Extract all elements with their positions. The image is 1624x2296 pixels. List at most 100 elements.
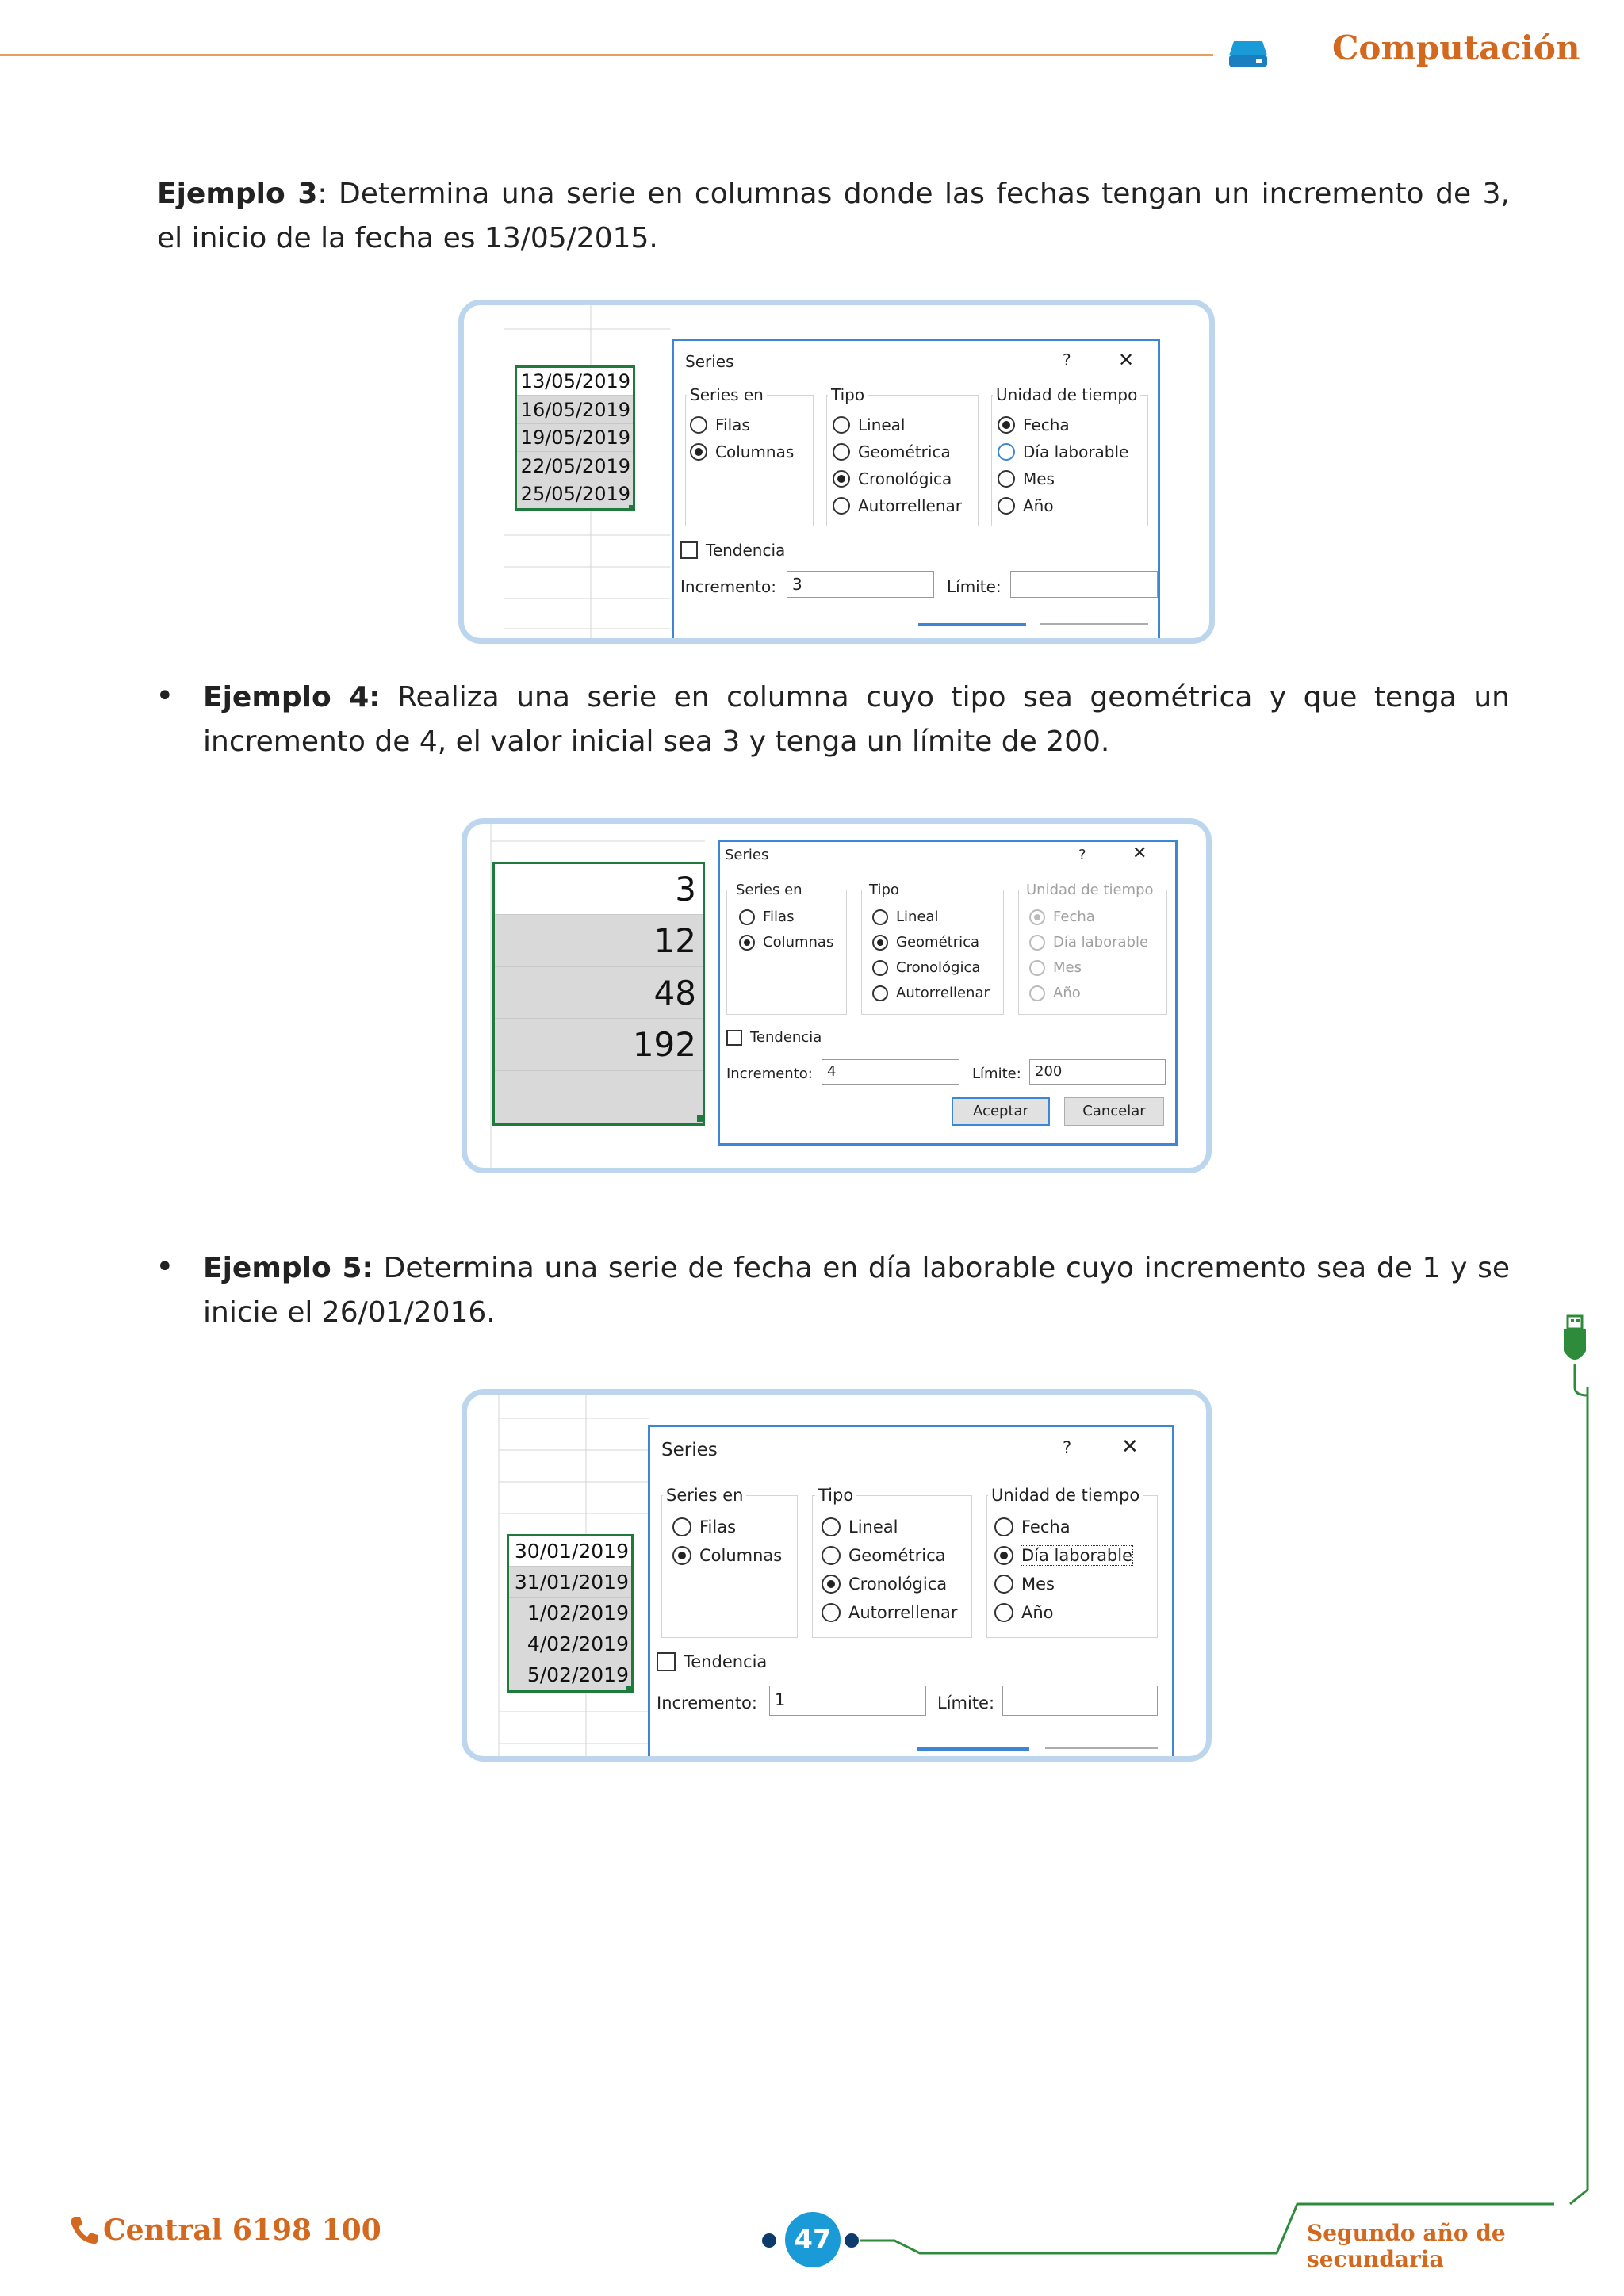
spreadsheet-grid	[498, 1395, 649, 1756]
selected-range[interactable]: 13/05/2019 16/05/2019 19/05/2019 22/05/2…	[515, 365, 635, 511]
close-button[interactable]: ✕	[1118, 349, 1135, 371]
option-columnas[interactable]: Columnas	[690, 442, 794, 461]
cell[interactable]: 13/05/2019	[517, 368, 633, 396]
aceptar-button-edge[interactable]	[918, 623, 1026, 626]
cell[interactable]: 25/05/2019	[517, 480, 633, 508]
series-en-label: Series en	[663, 1486, 747, 1505]
radio-icon	[998, 470, 1015, 488]
tipo-label: Tipo	[866, 882, 902, 898]
option-filas[interactable]: Filas	[739, 909, 794, 925]
incremento-label: Incremento:	[726, 1066, 813, 1082]
option-dia-laborable[interactable]: Día laborable	[998, 442, 1128, 461]
option-lineal[interactable]: Lineal	[872, 909, 939, 925]
cell[interactable]: 12	[495, 915, 703, 967]
option-filas[interactable]: Filas	[690, 415, 750, 434]
cell[interactable]: 22/05/2019	[517, 452, 633, 480]
option-geometrica[interactable]: Geométrica	[872, 934, 979, 951]
option-cronologica[interactable]: Cronológica	[822, 1575, 947, 1594]
tendencia-checkbox[interactable]: Tendencia	[680, 541, 785, 560]
radio-selected-icon	[690, 443, 707, 461]
limite-input[interactable]: 200	[1029, 1059, 1166, 1085]
option-dia-laborable[interactable]: Día laborable	[994, 1545, 1134, 1566]
tendencia-checkbox[interactable]: Tendencia	[726, 1029, 822, 1046]
option-mes[interactable]: Mes	[994, 1575, 1055, 1594]
example-3-paragraph: Ejemplo 3: Determina una serie en column…	[157, 172, 1510, 261]
close-button[interactable]: ✕	[1121, 1435, 1139, 1459]
option-autorrellenar[interactable]: Autorrellenar	[872, 985, 990, 1001]
cell[interactable]: 16/05/2019	[517, 396, 633, 424]
cell[interactable]: 19/05/2019	[517, 424, 633, 452]
series-dialog: Series ? ✕ Series en Filas Columnas Tipo…	[672, 339, 1160, 638]
cell[interactable]: 4/02/2019	[509, 1628, 631, 1659]
option-autorrellenar[interactable]: Autorrellenar	[822, 1603, 958, 1622]
option-cronologica[interactable]: Cronológica	[833, 469, 952, 488]
bullet: •	[155, 1249, 174, 1285]
option-lineal[interactable]: Lineal	[822, 1517, 898, 1536]
close-button[interactable]: ✕	[1132, 844, 1147, 863]
cell[interactable]: 48	[495, 967, 703, 1019]
cancelar-button[interactable]: Cancelar	[1064, 1097, 1164, 1126]
option-fecha[interactable]: Fecha	[994, 1517, 1071, 1536]
cell[interactable]: 192	[495, 1019, 703, 1071]
limite-label: Límite:	[972, 1066, 1021, 1082]
fill-handle[interactable]	[697, 1115, 703, 1122]
tipo-label: Tipo	[815, 1486, 857, 1505]
unidad-label: Unidad de tiempo	[988, 1486, 1143, 1505]
aceptar-button[interactable]: Aceptar	[952, 1097, 1050, 1126]
option-autorrellenar[interactable]: Autorrellenar	[833, 496, 962, 515]
tipo-group	[861, 890, 1004, 1015]
tipo-group	[826, 395, 979, 526]
tipo-label: Tipo	[828, 385, 868, 404]
option-fecha[interactable]: Fecha	[998, 415, 1070, 434]
option-geometrica[interactable]: Geométrica	[822, 1546, 946, 1565]
option-columnas[interactable]: Columnas	[672, 1546, 782, 1565]
fill-handle[interactable]	[626, 1686, 632, 1693]
option-anio[interactable]: Año	[998, 496, 1054, 515]
selected-range[interactable]: 3 12 48 192	[492, 862, 705, 1126]
incremento-input[interactable]: 3	[787, 571, 934, 598]
radio-icon	[739, 909, 755, 925]
option-lineal[interactable]: Lineal	[833, 415, 906, 434]
radio-disabled-icon	[1029, 959, 1045, 976]
cancelar-button-edge[interactable]	[1040, 623, 1148, 625]
selected-range[interactable]: 30/01/2019 31/01/2019 1/02/2019 4/02/201…	[507, 1534, 634, 1693]
limite-input[interactable]	[1002, 1686, 1158, 1716]
radio-icon	[833, 416, 850, 434]
option-columnas[interactable]: Columnas	[739, 934, 833, 951]
limite-input[interactable]	[1010, 571, 1158, 598]
fill-handle[interactable]	[629, 505, 635, 511]
cell[interactable]: 3	[495, 864, 703, 915]
cell[interactable]	[495, 1071, 703, 1123]
option-filas[interactable]: Filas	[672, 1517, 736, 1536]
cell[interactable]: 30/01/2019	[509, 1536, 631, 1567]
dialog-title: Series	[685, 352, 734, 371]
help-button[interactable]: ?	[1078, 847, 1086, 863]
option-anio[interactable]: Año	[994, 1603, 1054, 1622]
option-geometrica[interactable]: Geométrica	[833, 442, 951, 461]
radio-icon	[822, 1517, 841, 1536]
cancelar-button-edge[interactable]	[1045, 1747, 1158, 1749]
radio-icon	[672, 1517, 691, 1536]
series-dialog: Series ? ✕ Series en Filas Columnas Tipo…	[648, 1425, 1174, 1756]
hard-drive-icon	[1229, 41, 1267, 67]
radio-selected-icon	[833, 470, 850, 488]
aceptar-button-edge[interactable]	[917, 1747, 1029, 1751]
option-cronologica[interactable]: Cronológica	[872, 959, 980, 976]
incremento-input[interactable]: 1	[769, 1686, 926, 1716]
bullet: •	[155, 678, 174, 714]
cell[interactable]: 31/01/2019	[509, 1567, 631, 1598]
dialog-title: Series	[725, 847, 769, 863]
option-dia-laborable: Día laborable	[1029, 934, 1148, 951]
series-en-group	[661, 1495, 798, 1638]
help-button[interactable]: ?	[1063, 350, 1071, 369]
cell[interactable]: 1/02/2019	[509, 1598, 631, 1628]
help-button[interactable]: ?	[1063, 1438, 1072, 1457]
incremento-input[interactable]: 4	[822, 1059, 959, 1085]
incremento-label: Incremento:	[680, 577, 776, 596]
radio-icon	[872, 909, 888, 925]
footer-cable-line	[762, 2202, 1554, 2255]
tendencia-checkbox[interactable]: Tendencia	[657, 1652, 767, 1671]
option-mes[interactable]: Mes	[998, 469, 1055, 488]
example-4-screenshot: 3 12 48 192 Series ? ✕ Series en Filas C…	[462, 818, 1212, 1173]
cell[interactable]: 5/02/2019	[509, 1659, 631, 1690]
